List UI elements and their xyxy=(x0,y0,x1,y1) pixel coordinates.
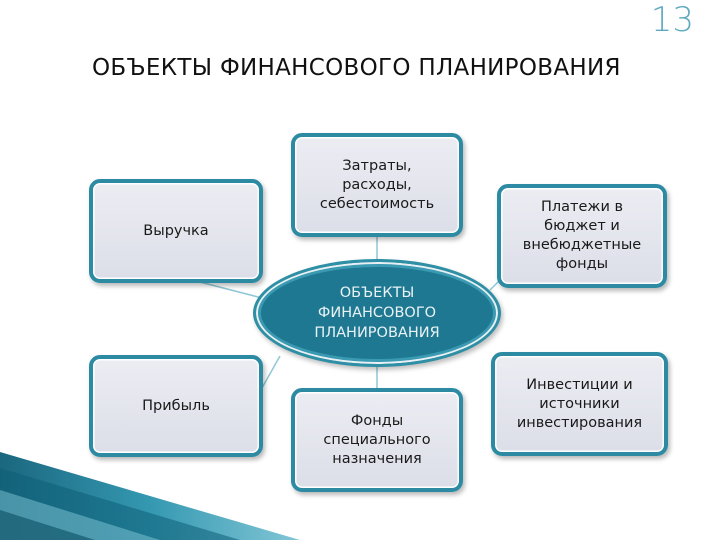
slide-title: ОБЪЕКТЫ ФИНАНСОВОГО ПЛАНИРОВАНИЯ xyxy=(92,55,621,81)
node-payments: Платежи в бюджет и внебюджетные фонды xyxy=(497,184,667,288)
node-profit: Прибыль xyxy=(89,355,263,457)
center-node: ОБЪЕКТЫ ФИНАНСОВОГО ПЛАНИРОВАНИЯ xyxy=(253,259,501,367)
connector-revenue xyxy=(195,280,263,299)
slide-number: 13 xyxy=(650,0,694,40)
node-revenue: Выручка xyxy=(89,179,263,283)
node-costs: Затраты, расходы, себестоимость xyxy=(291,133,463,237)
node-funds: Фонды специального назначения xyxy=(291,388,463,492)
node-investments: Инвестиции и источники инвестирования xyxy=(491,352,668,456)
